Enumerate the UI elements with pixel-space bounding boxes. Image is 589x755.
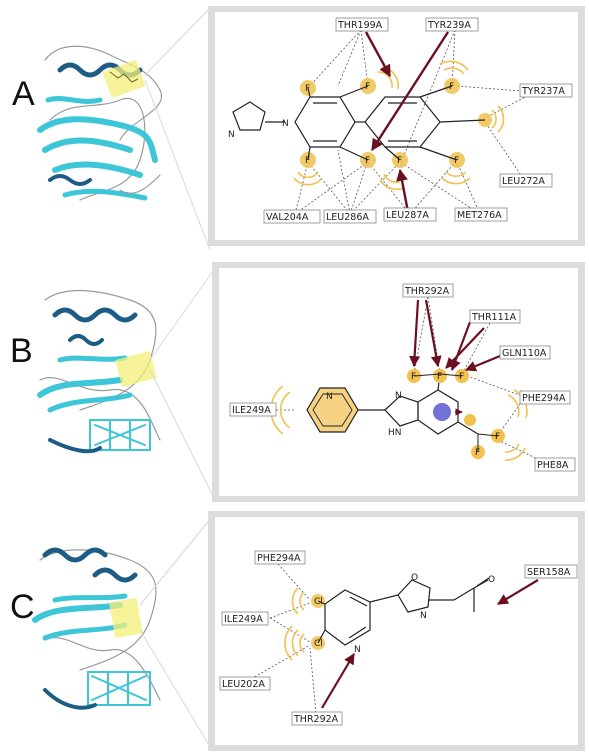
fluorine-labels-a: F F F F F F F — [305, 82, 459, 166]
panel-letter-a: A — [12, 75, 35, 113]
panel-letter-b: B — [10, 332, 33, 370]
zoom-line-a-top — [144, 7, 211, 76]
ligand-structure-b — [306, 369, 505, 459]
atom-hn-b: HN — [388, 428, 402, 438]
residue-label-phe294-b: PHE294A — [522, 393, 566, 404]
atom-n-b2: N — [395, 391, 402, 401]
residue-label-tyr237: TYR237A — [521, 86, 565, 97]
hbond-arrow-c1 — [321, 653, 355, 709]
svg-text:F: F — [437, 372, 442, 382]
hbond-arrow-b5 — [450, 321, 472, 372]
protein-structure-b — [37, 290, 161, 454]
residue-label-thr199: THR199A — [337, 20, 383, 31]
atom-cl-c2: Cl — [314, 639, 323, 649]
hydrophobic-arcs-b — [270, 385, 528, 461]
atom-n-c1: N — [354, 645, 361, 655]
residue-labels-c: PHE294A ILE249A LEU202A THR292A SER158A — [219, 550, 578, 726]
atom-cl-c1: Cl — [314, 597, 323, 607]
atom-o-c2: O — [488, 575, 495, 585]
panel-canvas-a — [215, 12, 578, 240]
zoom-line-b-bottom — [149, 369, 216, 501]
binding-site-highlight-b — [114, 350, 158, 388]
residue-label-leu272: LEU272A — [502, 176, 545, 187]
hbond-arrow-a1 — [364, 31, 392, 78]
panel-a: A — [12, 6, 585, 251]
protein-structure-a — [37, 45, 163, 201]
atom-o-c1: O — [411, 573, 418, 583]
svg-text:F: F — [459, 372, 464, 382]
ligand-stick-a — [109, 71, 139, 83]
hbond-arrow-b4 — [464, 354, 501, 372]
svg-text:F: F — [411, 372, 416, 382]
panel-canvas-b — [219, 268, 578, 496]
atom-n-a2: N — [282, 119, 289, 129]
panel-c: C — [10, 511, 585, 751]
residue-label-leu287: LEU287A — [386, 210, 429, 221]
residue-label-ile249-c: ILE249A — [224, 614, 263, 625]
residue-label-ser158: SER158A — [527, 567, 571, 578]
binding-site-highlight-a — [102, 59, 146, 99]
svg-text:F: F — [305, 84, 310, 94]
hbond-arrow-a2 — [370, 31, 450, 152]
residue-label-leu202: LEU202A — [222, 679, 265, 690]
hydrophobic-arcs-c — [284, 587, 305, 661]
zoom-line-c-top — [139, 516, 213, 606]
panel-letter-c: C — [10, 588, 35, 626]
ligand-structure-a — [232, 85, 486, 161]
svg-text:F: F — [495, 432, 500, 442]
residue-label-thr292-b: THR292A — [404, 286, 450, 297]
residue-label-ile249-b: ILE249A — [232, 405, 271, 416]
residue-label-met276: MET276A — [457, 210, 502, 221]
residue-labels-b: THR292A THR111A GLN110A PHE294A PHE8A IL… — [229, 283, 576, 472]
residue-label-phe8: PHE8A — [537, 460, 569, 471]
svg-text:F: F — [454, 156, 459, 166]
hydrophobic-arcs-a — [293, 60, 505, 191]
residue-label-thr292-c: THR292A — [293, 714, 339, 725]
zoom-line-c-bottom — [139, 629, 213, 751]
panel-b: B — [10, 262, 585, 502]
svg-text:F: F — [397, 156, 402, 166]
atom-n-b1: N — [326, 392, 333, 402]
svg-text:F: F — [365, 82, 370, 92]
residue-label-thr111: THR111A — [471, 312, 517, 323]
fluorine-labels-b: F F F F F — [411, 372, 500, 458]
binding-site-highlight-c — [109, 597, 143, 639]
svg-text:F: F — [365, 156, 370, 166]
residue-labels-a: THR199A TYR239A TYR237A LEU272A MET276A … — [263, 17, 573, 224]
svg-text:F: F — [475, 448, 480, 458]
ligand-structure-c — [317, 577, 490, 646]
svg-text:F: F — [305, 156, 310, 166]
residue-label-val204: VAL204A — [266, 212, 309, 223]
residue-label-tyr239: TYR239A — [427, 20, 471, 31]
atom-n-a1: N — [228, 130, 235, 140]
pi-center-b — [433, 403, 451, 421]
residue-label-leu286: LEU286A — [326, 212, 369, 223]
hbond-arrow-a3 — [396, 168, 410, 213]
residue-label-phe294-c: PHE294A — [257, 553, 301, 564]
atom-n-c2: N — [420, 611, 427, 621]
zoom-line-b-top — [149, 267, 216, 361]
residue-label-gln110: GLN110A — [502, 348, 547, 359]
svg-text:F: F — [449, 82, 454, 92]
hbond-arrow-b1 — [409, 299, 421, 368]
hbond-arrow-b2 — [424, 299, 442, 368]
hbond-arrow-c2 — [497, 579, 539, 605]
zoom-line-a-bottom — [144, 79, 211, 251]
